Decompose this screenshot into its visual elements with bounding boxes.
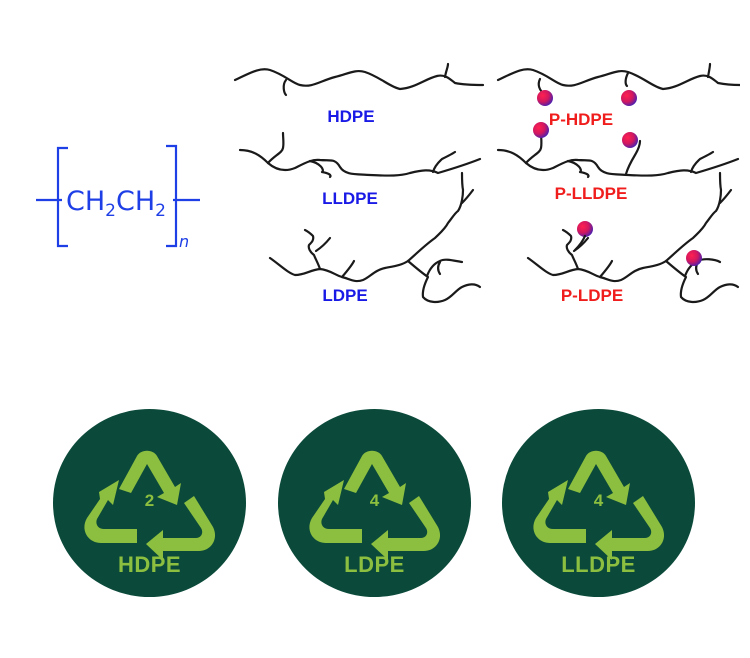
functional-group-ball [533, 122, 549, 138]
label-p-lldpe: P-LLDPE [554, 184, 628, 203]
p-hdpe-chain [496, 62, 742, 94]
label-hdpe: HDPE [327, 107, 375, 126]
formula-text: CH2CH2 [66, 186, 166, 221]
label-p-ldpe: P-LDPE [560, 286, 624, 305]
label-p-hdpe: P-HDPE [548, 110, 614, 129]
ldpe-chain [268, 171, 482, 304]
recycle-icon [309, 450, 441, 560]
resin-label: HDPE [117, 552, 182, 577]
polyethylene-formula: CH2CH2 n [30, 140, 210, 260]
functional-group-ball [622, 132, 638, 148]
functional-groups [533, 90, 702, 266]
resin-code: 2 [144, 491, 155, 510]
recycling-badge-lldpe: 4 LLDPE [502, 409, 695, 597]
resin-code: 4 [369, 491, 380, 510]
lldpe-chain [238, 131, 482, 179]
functional-group-ball [577, 221, 593, 237]
chain-drawings [233, 62, 742, 304]
polymer-chain-diagram: HDPE LLDPE LDPE P-HDPE P-LLDPE P-LDPE [230, 55, 742, 315]
functional-group-ball [621, 90, 637, 106]
resin-code: 4 [593, 491, 604, 510]
bracket-lines [36, 144, 200, 248]
resin-label: LDPE [344, 552, 405, 577]
recycling-badge-hdpe: 2 HDPE [53, 409, 246, 597]
functional-group-ball [686, 250, 702, 266]
hdpe-chain [233, 62, 485, 97]
recycling-badge-ldpe: 4 LDPE [278, 409, 471, 597]
repeat-subscript: n [179, 232, 190, 251]
resin-label: LLDPE [561, 552, 636, 577]
p-lldpe-chain [496, 131, 740, 179]
label-ldpe: LDPE [322, 286, 368, 305]
label-lldpe: LLDPE [322, 189, 378, 208]
functional-group-ball [537, 90, 553, 106]
recycle-icon [533, 450, 665, 560]
recycle-icon [84, 450, 216, 560]
